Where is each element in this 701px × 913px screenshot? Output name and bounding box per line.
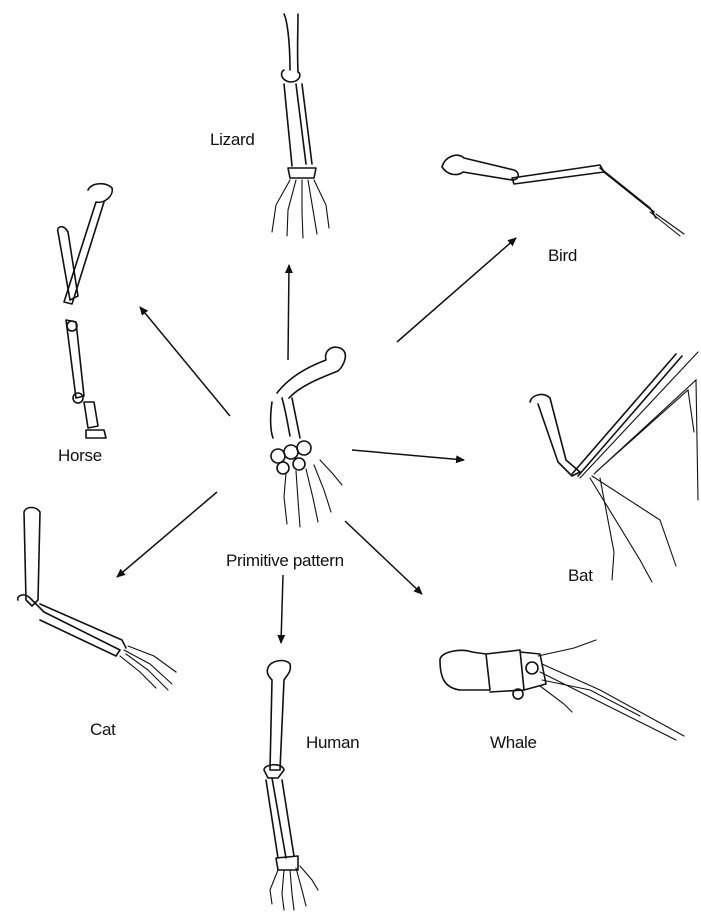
whale-flipper-illustration xyxy=(440,640,684,740)
horse-limb-illustration xyxy=(58,184,113,438)
primitive-limb-illustration xyxy=(271,347,346,527)
label-horse: Horse xyxy=(58,446,102,466)
label-bird: Bird xyxy=(548,246,577,266)
arrow-to-lizard xyxy=(288,265,289,360)
lizard-limb-illustration xyxy=(272,14,329,238)
human-limb-illustration xyxy=(264,661,318,910)
arrow-to-cat xyxy=(117,492,217,577)
label-primitive-pattern: Primitive pattern xyxy=(226,551,344,571)
arrow-to-bat xyxy=(352,450,464,460)
arrow-to-whale xyxy=(345,521,422,594)
label-bat: Bat xyxy=(568,566,593,586)
arrow-to-bird xyxy=(397,238,516,342)
bat-wing-illustration xyxy=(530,352,698,582)
arrow-to-human xyxy=(281,575,283,643)
label-lizard: Lizard xyxy=(210,130,255,150)
arrow-to-horse xyxy=(140,307,230,416)
label-human: Human xyxy=(306,733,359,753)
bird-wing-illustration xyxy=(442,155,684,236)
label-cat: Cat xyxy=(90,720,116,740)
cat-limb-illustration xyxy=(18,508,176,691)
label-whale: Whale xyxy=(490,733,537,753)
